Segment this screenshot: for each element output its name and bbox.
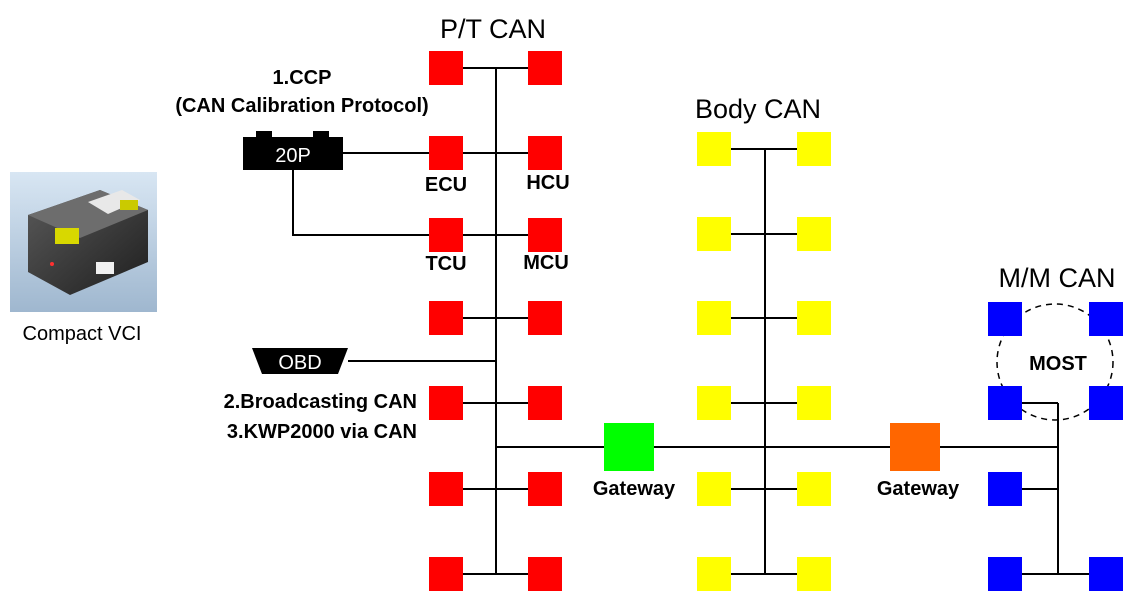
pt-node-hcu (528, 136, 562, 170)
body-node (697, 301, 731, 335)
ccp-line (292, 170, 530, 236)
ccp-subheading: (CAN Calibration Protocol) (175, 95, 428, 117)
pt-can-title: P/T CAN (440, 14, 546, 44)
mm-can-title: M/M CAN (999, 263, 1116, 293)
pt-node (429, 301, 463, 335)
gateway-2-label: Gateway (877, 478, 960, 500)
pt-node (528, 301, 562, 335)
ecu-label: ECU (425, 174, 467, 196)
body-node (797, 557, 831, 591)
mm-can-nodes (988, 302, 1123, 591)
pt-node (528, 51, 562, 85)
connector-20p-body (243, 137, 343, 170)
pt-node-mcu (528, 218, 562, 252)
ccp-heading: 1.CCP (273, 67, 332, 89)
wires (292, 67, 1090, 575)
pt-node (429, 51, 463, 85)
connector-20p-label: 20P (275, 145, 311, 167)
pt-node (429, 557, 463, 591)
body-node (697, 132, 731, 166)
hcu-label: HCU (526, 172, 569, 194)
tcu-label: TCU (425, 253, 466, 275)
mm-node (988, 557, 1022, 591)
pt-node-tcu (429, 218, 463, 252)
gateway-1 (604, 423, 654, 471)
pt-node (528, 386, 562, 420)
connector-obd-label: OBD (278, 352, 321, 374)
mm-node (988, 472, 1022, 506)
body-node (797, 472, 831, 506)
pt-node (528, 472, 562, 506)
broadcasting-can-label: 2.Broadcasting CAN (224, 391, 417, 413)
obd-line (348, 353, 497, 362)
mm-node (988, 386, 1022, 420)
body-node (697, 472, 731, 506)
mcu-label: MCU (523, 252, 569, 274)
body-node (697, 217, 731, 251)
connector-20p (243, 131, 343, 170)
most-ring (996, 303, 1114, 421)
body-node (797, 217, 831, 251)
compact-vci-image (10, 172, 157, 312)
body-node (797, 386, 831, 420)
compact-vci-label: Compact VCI (23, 323, 142, 345)
mm-node (1089, 557, 1123, 591)
body-node (797, 301, 831, 335)
body-can-title: Body CAN (695, 94, 821, 124)
most-label: MOST (1029, 353, 1087, 375)
body-node (697, 557, 731, 591)
pt-node (528, 557, 562, 591)
mm-node (988, 302, 1022, 336)
body-node (797, 132, 831, 166)
pt-node (429, 472, 463, 506)
pt-node (429, 386, 463, 420)
connector-20p-tab (256, 131, 272, 139)
body-node (697, 386, 731, 420)
connector-20p-tab (313, 131, 329, 139)
connector-obd (252, 348, 348, 374)
pt-node-ecu (429, 136, 463, 170)
gateway-2 (890, 423, 940, 471)
pt-can-nodes (429, 51, 562, 591)
mm-node (1089, 302, 1123, 336)
mm-node (1089, 386, 1123, 420)
gateway-1-label: Gateway (593, 478, 676, 500)
body-can-nodes (697, 132, 831, 591)
kwp2000-label: 3.KWP2000 via CAN (227, 421, 417, 443)
